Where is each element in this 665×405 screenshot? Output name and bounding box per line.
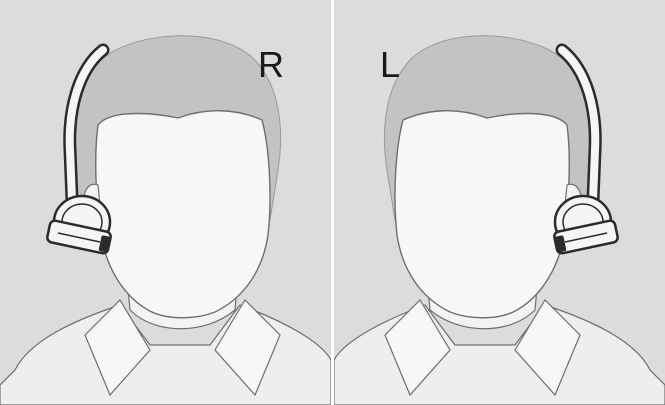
- head-group: [0, 36, 331, 405]
- panel-left-ear: L: [334, 0, 665, 405]
- side-label-left: L: [380, 47, 400, 83]
- head-group: [334, 36, 665, 405]
- face-shape: [395, 111, 569, 318]
- panel-right-ear: R: [0, 0, 331, 405]
- face-shape: [96, 111, 270, 318]
- side-label-right: R: [258, 47, 284, 83]
